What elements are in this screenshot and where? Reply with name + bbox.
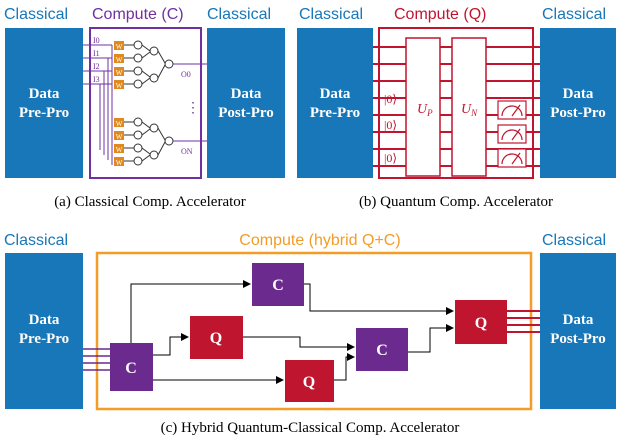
panel-c-pre-pro-line1: Data: [29, 312, 60, 328]
panel-b-caption: (b) Quantum Comp. Accelerator: [359, 194, 553, 210]
weight-cell: [114, 157, 124, 166]
panel-c-left-heading: Classical: [4, 232, 68, 249]
panel-c-block-c1-label: C: [125, 360, 137, 377]
panel-a-pre-pro-line2: Pre-Pro: [19, 105, 69, 121]
panel-b-meter-top: [497, 100, 527, 120]
panel-b-pre-pro-block: [297, 28, 373, 178]
panel-b-post-pro-line1: Data: [563, 86, 594, 102]
panel-c-block-q3-label: Q: [475, 315, 487, 332]
panel-c-block-c2-label: C: [272, 277, 284, 294]
panel-a-output-top: O0: [181, 70, 191, 79]
panel-a-post-pro-line2: Post-Pro: [218, 105, 274, 121]
panel-a-weight-group-bottom: [114, 118, 124, 166]
panel-b-meters: [497, 124, 527, 168]
panel-a-input-0: I0: [93, 36, 100, 45]
panel-b-unitary-p-gate: [405, 37, 441, 177]
panel-c-post-pro-block: [540, 253, 616, 409]
panel-b-post-pro-line2: Post-Pro: [550, 105, 606, 121]
panel-b-right-heading: Classical: [542, 6, 606, 23]
weight-glyphs: W W W W W W W W: [116, 43, 123, 167]
panel-c-block-q1: [190, 316, 243, 359]
panel-c-post-pro-line2: Post-Pro: [550, 331, 606, 347]
panel-a-pre-pro-block: [5, 28, 83, 178]
arrow-q2-to-c3: [334, 353, 355, 381]
panel-a-ellipsis: ⋮: [186, 101, 200, 116]
panel-c-block-c3: [356, 328, 408, 371]
panel-b: Classical Compute (Q) Classical Data Pre…: [297, 6, 616, 210]
panel-c-right-heading: Classical: [542, 232, 606, 249]
panel-a-post-pro-block: [207, 28, 285, 178]
meter-icon: [497, 148, 527, 168]
panel-a-input-3: I3: [93, 75, 100, 84]
panel-b-ket-3: |0⟩: [384, 151, 397, 165]
meter-icon: [497, 100, 527, 120]
weight-cell: [114, 54, 124, 63]
panel-b-ket-2: |0⟩: [384, 118, 397, 132]
panel-a-caption: (a) Classical Comp. Accelerator: [54, 194, 246, 210]
weight-glyph: W: [116, 43, 123, 51]
arrow-c1-to-q1: [153, 333, 189, 356]
weight-cell: [114, 41, 124, 50]
panel-b-post-pro-block: [540, 28, 616, 178]
panel-c-block-c3-label: C: [376, 342, 388, 359]
panel-c-block-q2-label: Q: [303, 374, 315, 391]
panel-c-caption: (c) Hybrid Quantum-Classical Comp. Accel…: [161, 420, 460, 436]
panel-a-weight-group-top: [114, 41, 124, 89]
panel-a-input-lines: [83, 44, 113, 165]
panel-b-unitary-n-label: UN: [461, 102, 478, 118]
panel-c-block-c1: [110, 343, 153, 391]
weight-glyph: W: [116, 146, 123, 154]
panel-c-input-lines: [83, 348, 110, 371]
panel-a-input-2: I2: [93, 62, 100, 71]
meter-icon: [497, 124, 527, 144]
panel-c-pre-pro-line2: Pre-Pro: [19, 331, 69, 347]
weight-cell: [114, 80, 124, 89]
weight-cell: [114, 144, 124, 153]
panel-c: Classical Compute (hybrid Q+C) Classical…: [4, 232, 616, 436]
weight-glyph: W: [116, 159, 123, 167]
panel-b-compute-heading: Compute (Q): [394, 6, 486, 23]
weight-glyph: W: [116, 133, 123, 141]
panel-a-compute-heading: Compute (C): [92, 6, 184, 23]
panel-a-output-bottom: ON: [181, 147, 193, 156]
panel-b-pre-pro-line1: Data: [320, 86, 351, 102]
panel-c-output-lines: [507, 310, 540, 333]
panel-c-pre-pro-block: [5, 253, 83, 409]
weight-cell: [114, 118, 124, 127]
panel-c-block-q3: [455, 300, 507, 344]
weight-glyph: W: [116, 82, 123, 90]
arrow-q1-to-c3: [243, 336, 355, 351]
panel-a-input-1: I1: [93, 49, 100, 58]
panel-b-unitary-n-gate: [451, 37, 487, 177]
panel-a-pre-pro-line1: Data: [29, 86, 60, 102]
weight-glyph: W: [116, 69, 123, 77]
arrow-c3-to-q3: [408, 324, 454, 353]
weight-glyph: W: [116, 120, 123, 128]
panel-b-ket-1: |0⟩: [384, 92, 397, 106]
panel-c-compute-heading: Compute (hybrid Q+C): [239, 232, 400, 249]
weight-glyph: W: [116, 56, 123, 64]
panel-b-unitary-p-label: UP: [417, 102, 433, 118]
panel-a-left-heading: Classical: [4, 6, 68, 23]
arrow-c1-to-c2: [130, 280, 251, 344]
panel-c-post-pro-line1: Data: [563, 312, 594, 328]
weight-cell: [114, 67, 124, 76]
panel-c-block-q1-label: Q: [210, 330, 222, 347]
panel-a: Classical Compute (C) Classical Data Pre…: [4, 6, 285, 210]
panel-a-adder-tree-top: [124, 40, 174, 89]
weight-cell: [114, 131, 124, 140]
panel-a-output-lines: [173, 63, 207, 142]
panel-a-adder-tree-bottom: [124, 117, 174, 166]
panel-a-right-heading: Classical: [207, 6, 271, 23]
panel-c-block-c2: [252, 263, 304, 306]
panel-b-left-heading: Classical: [299, 6, 363, 23]
panel-a-post-pro-line1: Data: [231, 86, 262, 102]
panel-b-pre-pro-line2: Pre-Pro: [310, 105, 360, 121]
panel-c-block-q2: [285, 360, 334, 402]
arrow-c2-to-q3: [304, 283, 454, 315]
